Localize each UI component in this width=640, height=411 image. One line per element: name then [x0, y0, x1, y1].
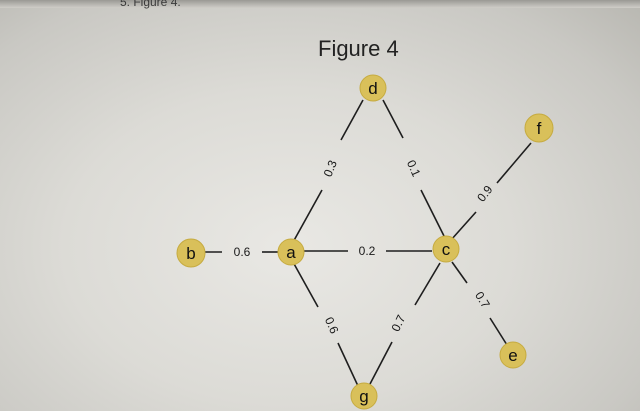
edge-label-c-g: 0.7 [388, 312, 408, 333]
top-strip [0, 0, 640, 8]
node-label-b: b [186, 244, 195, 263]
node-label-g: g [359, 387, 368, 406]
edge-c-f-upper [496, 142, 532, 184]
edge-c-g-lower [369, 341, 393, 385]
node-e: e [499, 341, 527, 369]
node-label-a: a [286, 243, 296, 262]
node-label-c: c [442, 240, 451, 259]
edge-d-c-lower [420, 189, 445, 237]
edge-d-a-lower [291, 189, 323, 245]
edge-label-a-g: 0.6 [322, 315, 342, 336]
edge-c-f-lower [450, 211, 477, 241]
edge-a-g-lower [337, 342, 359, 387]
edge-a-g-upper [292, 261, 319, 308]
edge-label-d-a: 0.3 [321, 158, 340, 179]
edge-label-a-c: 0.2 [359, 244, 376, 258]
edge-d-c [382, 99, 404, 139]
node-g: g [350, 382, 378, 410]
edge-c-g-upper [414, 262, 441, 306]
node-a: a [277, 238, 305, 266]
node-label-e: e [508, 346, 517, 365]
edge-d-a [340, 99, 364, 141]
node-label-f: f [537, 119, 542, 138]
node-c: c [432, 235, 460, 263]
edge-c-e-lower [489, 317, 508, 346]
figure-title: Figure 4 [318, 36, 399, 61]
edge-label-b-a: 0.6 [234, 245, 251, 259]
edge-label-c-f: 0.9 [474, 182, 496, 204]
node-d: d [359, 74, 387, 102]
edge-label-c-e: 0.7 [472, 289, 493, 311]
node-b: b [176, 238, 206, 268]
edge-label-d-c: 0.1 [404, 158, 424, 179]
edge-c-e-upper [451, 261, 468, 284]
node-label-d: d [368, 79, 377, 98]
question-caption: 5. Figure 4. [120, 0, 181, 9]
node-f: f [524, 113, 554, 143]
